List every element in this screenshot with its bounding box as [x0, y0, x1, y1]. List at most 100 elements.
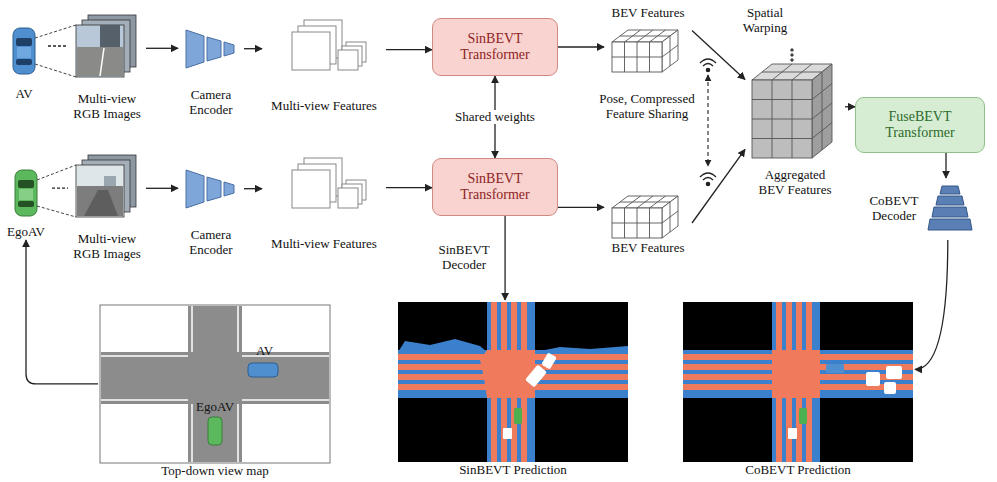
aggregated-cube-part	[791, 59, 794, 62]
transformer-box: SinBEVT Transformer	[432, 158, 558, 216]
sinbevt-prediction-image-part-part	[535, 374, 628, 380]
encoder-block: Camera Encoder	[178, 28, 244, 118]
connector-arrow	[48, 45, 68, 46]
top-down-map-part-part	[191, 404, 193, 462]
map-label: AV	[256, 344, 273, 359]
egoav-car-part	[19, 189, 33, 200]
node-text: Camera Encoder	[181, 88, 241, 118]
node-text: EgoAV	[7, 225, 45, 240]
connector-arrow	[915, 240, 948, 369]
connector-arrow	[244, 48, 262, 49]
cobevt-decoder	[928, 186, 972, 230]
vehicle-icon: EgoAV	[0, 166, 52, 240]
top-down-map-part-part	[191, 306, 193, 352]
prediction-panel: CoBEVT Prediction	[681, 300, 915, 478]
vehicle-icon: AV	[0, 22, 48, 102]
wireless-icon-part	[700, 173, 716, 177]
cobevt-prediction-image-part-part	[683, 384, 772, 390]
encoder-block: Camera Encoder	[178, 168, 244, 258]
feature-maps-part	[292, 32, 330, 70]
node-text: Multi-view Features	[271, 237, 377, 252]
aggregated-cube-part	[812, 64, 832, 158]
view-lines-part	[37, 165, 76, 180]
node-text: BEV Features	[611, 6, 684, 21]
cobevt-prediction-image-part	[683, 350, 913, 398]
node-text: SinBEVT Transformer	[449, 171, 541, 203]
rgb-images-part	[76, 25, 124, 77]
view-lines-part	[35, 64, 76, 77]
sinbevt-prediction-image-part-part	[511, 302, 517, 350]
aggregated-features: Aggregated BEV Features	[745, 46, 845, 198]
sinbevt-prediction-image-part	[398, 302, 628, 462]
top-down-map-part-part	[242, 355, 329, 357]
connector-arrow	[845, 106, 855, 107]
feature-maps	[292, 158, 366, 208]
cobevt-prediction-image-part-part	[806, 302, 812, 350]
feature-maps-part	[292, 170, 330, 208]
cobevt-prediction-image-part	[772, 302, 820, 462]
rgb-images-part	[77, 47, 123, 76]
top-down-map-part	[208, 417, 222, 445]
sinbevt-prediction-image-part-part	[480, 350, 487, 398]
cobevt-decoder-part	[940, 186, 960, 194]
connector-arrow	[692, 149, 745, 223]
cobevt-prediction-image-part-part	[786, 302, 792, 350]
bev-grid-part	[662, 211, 678, 223]
cobevt-decoder-part	[928, 219, 972, 230]
bev-grid-part	[612, 42, 662, 72]
bev-grid-part	[662, 45, 678, 57]
wireless-icon-part	[706, 182, 709, 185]
feature-maps-part	[338, 188, 358, 208]
sinbevt-prediction-image-part-part	[487, 350, 535, 398]
cobevt-prediction-image-part-part	[866, 372, 880, 386]
node-text: FuseBEVT Transformer	[874, 109, 966, 141]
sinbevt-prediction-image-part-part	[503, 428, 512, 439]
cobevt-prediction-image-part	[799, 408, 807, 424]
annotation: Pose, Compressed Feature Sharing	[596, 92, 698, 122]
sinbevt-prediction-image-part	[398, 302, 628, 462]
av-car-part	[16, 38, 32, 46]
cobevt-prediction-image-part	[683, 302, 913, 462]
annotation: Spatial Warping	[728, 6, 802, 36]
aggregated-cube-part	[791, 49, 794, 52]
cobevt-prediction-image-part-part	[820, 354, 913, 360]
cobevt-prediction-image-part-part	[796, 302, 802, 350]
top-down-map-part-part	[242, 399, 329, 401]
sinbevt-prediction-image-part-part	[541, 352, 557, 369]
camera-encoder-part	[207, 37, 221, 61]
connector-arrow	[52, 188, 68, 189]
top-down-map-part	[248, 363, 278, 377]
decoder-block: CoBEVT Decoder	[862, 178, 972, 240]
image-stack: Multi-view RGB Images	[68, 12, 146, 122]
sharing-arrow	[707, 75, 708, 166]
aggregated-cube-part	[791, 54, 794, 57]
aggregated-cube-part	[812, 84, 832, 100]
av-car	[13, 28, 35, 74]
node-text: SinBEVT Transformer	[449, 31, 541, 63]
bev-features: BEV Features	[604, 6, 692, 76]
cobevt-prediction-image-part-part	[806, 398, 812, 462]
egoav-car	[15, 170, 37, 216]
sinbevt-prediction-image-part-part	[398, 384, 487, 390]
egoav-car-part	[18, 180, 34, 188]
rgb-images-part	[100, 25, 120, 49]
node-text: BEV Features	[611, 241, 684, 256]
sinbevt-prediction-image-part-part	[501, 302, 507, 350]
wireless-icon	[700, 59, 716, 186]
node-text: Multi-view RGB Images	[68, 232, 146, 262]
sinbevt-prediction-image-part-part	[398, 374, 487, 380]
connector-arrow	[692, 31, 745, 80]
sinbevt-prediction-image-part	[535, 346, 628, 352]
rgb-images-part	[104, 176, 116, 186]
cobevt-prediction-image-part-part	[683, 364, 772, 370]
view-lines-part	[37, 206, 76, 217]
cobevt-prediction-image-part-part	[772, 350, 820, 398]
cobevt-prediction-image-part-part	[788, 428, 797, 439]
cobevt-prediction-image-part	[826, 364, 844, 373]
connector-arrow	[26, 240, 98, 384]
rgb-images-part	[100, 48, 104, 76]
sinbevt-prediction-image-part-part	[398, 354, 487, 360]
connector-arrow	[558, 46, 604, 47]
connector-arrow	[386, 187, 432, 188]
transformer-box: FuseBEVT Transformer	[855, 97, 985, 153]
